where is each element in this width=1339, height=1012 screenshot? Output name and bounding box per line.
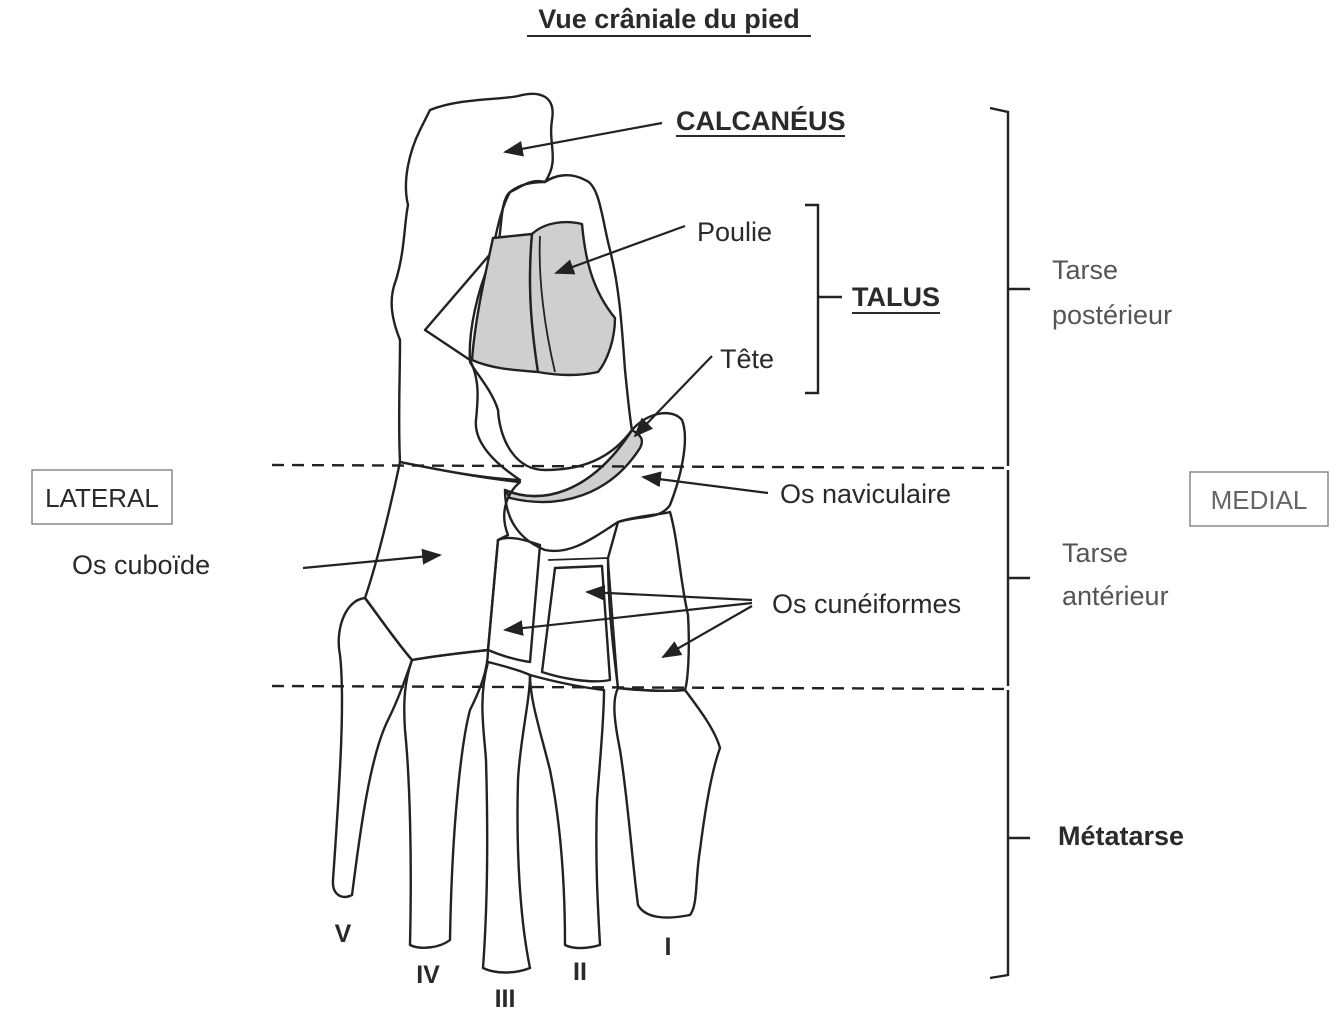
- tarse-anterieur-label-2: antérieur: [1062, 581, 1169, 611]
- metatarsal-3-label: III: [495, 985, 516, 1012]
- metatarse-label: Métatarse: [1058, 821, 1184, 851]
- metatarsal-2: [528, 673, 606, 950]
- poulie-arrow: [554, 224, 686, 275]
- anterior-tarsus-bracket: [1006, 470, 1030, 686]
- metatarsal-2-label: II: [573, 958, 587, 986]
- talus-bracket: [805, 203, 842, 395]
- metatarsal-3: [481, 660, 532, 974]
- cuboide-label: Os cuboïde: [72, 550, 210, 580]
- metatarsal-1-label: I: [665, 933, 672, 961]
- medial-cuneiform: [606, 510, 690, 693]
- talus-label: TALUS: [852, 282, 940, 312]
- tarsus-lower-dashed-line: [271, 684, 1011, 691]
- talus-trochlea-medial: [528, 220, 617, 377]
- metatarsal-4-label: IV: [416, 961, 440, 989]
- naviculaire-arrow: [641, 471, 769, 495]
- metatarsus-bracket: [989, 690, 1030, 980]
- trochlea-groove: [538, 235, 556, 373]
- tete-label: Tête: [720, 344, 774, 374]
- metatarsal-5-label: V: [335, 920, 352, 948]
- lateral-cuneiform: [486, 536, 542, 664]
- poulie-label: Poulie: [697, 217, 772, 247]
- tarse-anterieur-label-1: Tarse: [1062, 538, 1128, 568]
- posterior-tarsus-bracket: [989, 106, 1030, 466]
- metatarsal-5: [331, 596, 414, 899]
- cuneiformes-label: Os cunéiformes: [772, 589, 961, 619]
- metatarsal-1: [613, 686, 722, 919]
- calcaneus-bone: [390, 92, 554, 482]
- cuneiforme-arrow-3: [661, 605, 753, 658]
- medial-box: [1189, 471, 1329, 527]
- tarse-posterieur-label-1: Tarse: [1052, 255, 1118, 285]
- cuneiforme-arrow-2: [503, 601, 753, 636]
- lateral-box: [31, 469, 173, 525]
- calcaneus-arrow: [503, 121, 663, 157]
- metatarsal-4: [403, 648, 490, 949]
- calcaneus-label: CALCANÉUS: [676, 105, 846, 136]
- intermediate-cuneiform: [540, 564, 612, 683]
- cuboide-arrow: [302, 548, 442, 570]
- tete-arrow: [633, 355, 713, 438]
- cuneiforme-arrow-1: [585, 584, 753, 602]
- naviculaire-label: Os naviculaire: [780, 479, 951, 509]
- tarsus-upper-dashed-line: [271, 463, 1011, 470]
- diagram-title: Vue crâniale du pied: [538, 4, 800, 34]
- lateral-label: LATERAL: [45, 483, 159, 513]
- talus-trochlea-lateral: [470, 232, 540, 374]
- tarse-posterieur-label-2: postérieur: [1052, 300, 1172, 330]
- navicular-bone: [503, 412, 687, 553]
- medial-label: MEDIAL: [1211, 485, 1308, 515]
